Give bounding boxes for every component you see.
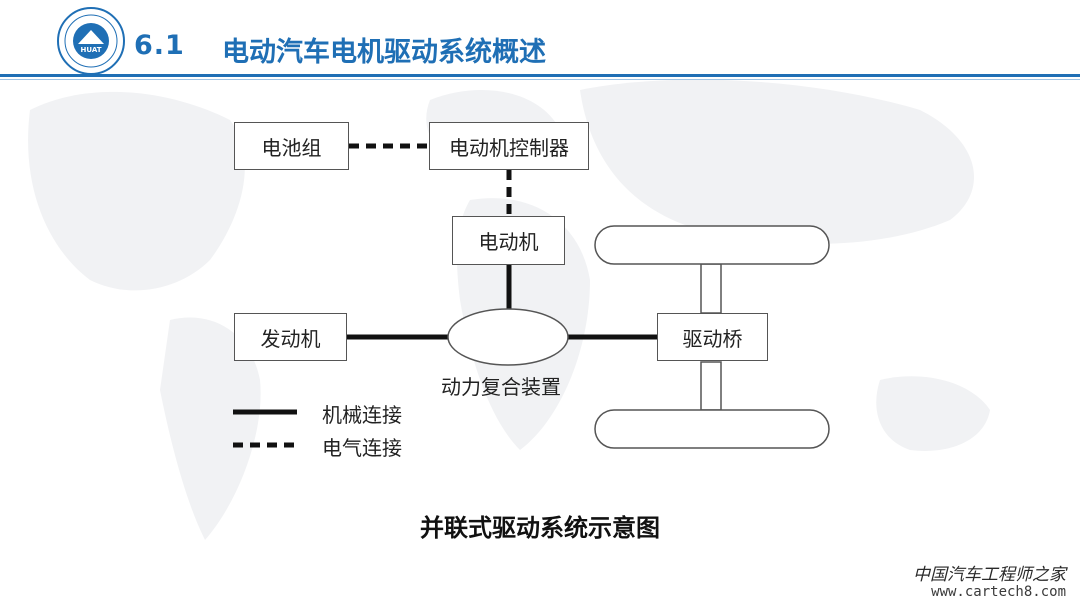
axle-shaft-lower xyxy=(700,361,722,411)
diagram-caption: 并联式驱动系统示意图 xyxy=(420,514,660,542)
power-coupling-device xyxy=(447,308,569,366)
legend-electrical-label: 电气连接 xyxy=(322,436,402,460)
header-divider-thin xyxy=(0,79,1080,80)
wheel-upper xyxy=(594,225,830,265)
header-divider xyxy=(0,74,1080,77)
university-logo-icon: HUAT xyxy=(57,7,125,75)
drive-axle-label: 驱动桥 xyxy=(682,326,743,351)
motor-controller-label: 电动机控制器 xyxy=(449,135,569,160)
wheel-lower xyxy=(594,409,830,449)
motor-controller-box: 电动机控制器 xyxy=(429,122,589,170)
slide-title: 电动汽车电机驱动系统概述 xyxy=(222,37,546,68)
logo-text: HUAT xyxy=(81,46,102,54)
engine-box: 发动机 xyxy=(234,313,347,361)
power-coupling-label: 动力复合装置 xyxy=(441,375,561,399)
watermark-name: 中国汽车工程师之家 xyxy=(913,565,1066,585)
engine-label: 发动机 xyxy=(260,326,321,351)
battery-pack-box: 电池组 xyxy=(234,122,349,170)
slide-header: HUAT 6.1 电动汽车电机驱动系统概述 xyxy=(0,0,1080,84)
drive-axle-box: 驱动桥 xyxy=(657,313,768,361)
motor-label: 电动机 xyxy=(478,230,539,254)
axle-shaft-upper xyxy=(700,263,722,314)
watermark-url: www.cartech8.com xyxy=(931,584,1066,600)
legend-mechanical-label: 机械连接 xyxy=(322,403,402,427)
motor-box: 电动机 xyxy=(452,216,565,265)
battery-pack-label: 电池组 xyxy=(261,135,322,160)
section-number: 6.1 xyxy=(134,30,185,61)
